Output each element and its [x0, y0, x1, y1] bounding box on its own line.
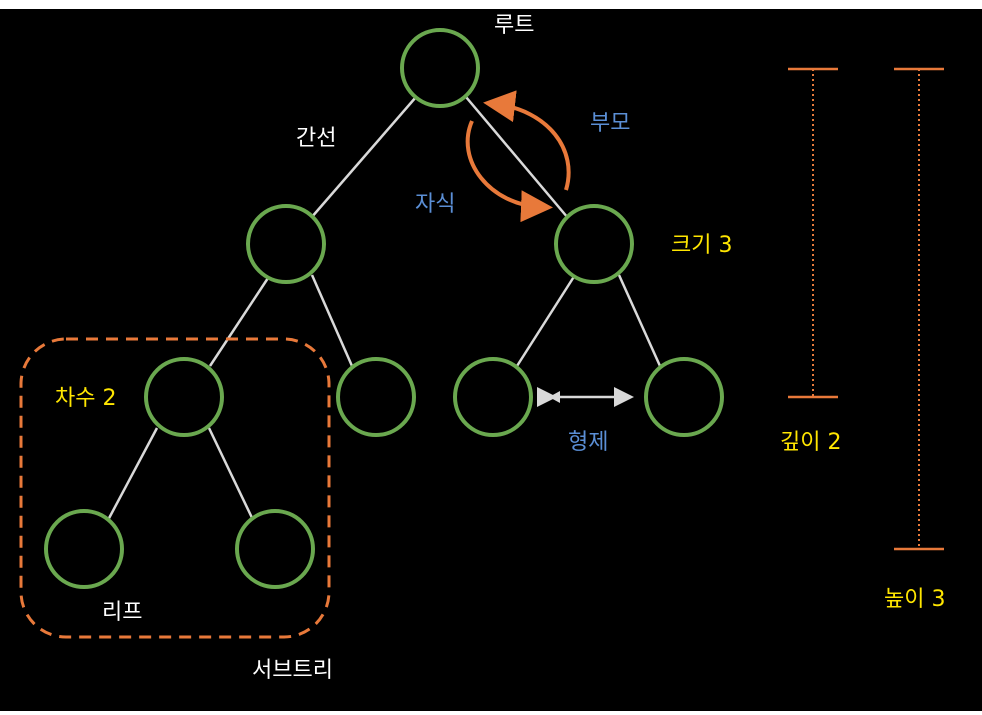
root-node: [400, 28, 480, 108]
sibling-arrow-left-head: [549, 391, 560, 403]
left-node: [246, 204, 326, 284]
right-left-leaf-node: [453, 357, 533, 437]
child-label: 자식: [415, 192, 455, 217]
right-right-leaf-node: [644, 357, 724, 437]
left-right-leaf-node: [336, 357, 416, 437]
nodes: [44, 28, 724, 589]
depth-label: 깊이 2: [780, 430, 841, 455]
edge-left-leftchild: [208, 274, 272, 367]
depth-measure: [788, 67, 838, 399]
edge-degree-leftleaf: [105, 427, 159, 523]
edge-left-rightchild: [310, 274, 354, 367]
edge-root-right: [465, 96, 569, 219]
edge-root-left: [310, 96, 417, 219]
subtree-box: [19, 337, 331, 639]
degree-node: [144, 357, 224, 437]
edge-right-rightchild: [617, 274, 662, 367]
leaf-node-right: [235, 509, 315, 589]
edge-right-leftchild: [515, 274, 577, 367]
leaf-label: 리프: [102, 600, 142, 625]
parent-label: 부모: [590, 111, 630, 136]
root-label: 루트: [494, 13, 534, 38]
height-measure: [894, 67, 944, 551]
child-arrow: [465, 120, 553, 223]
leaf-node-left: [44, 509, 124, 589]
right-node: [554, 204, 634, 284]
height-label: 높이 3: [884, 587, 945, 612]
size-label: 크기 3: [671, 233, 732, 258]
sibling-label: 형제: [568, 430, 608, 455]
parent-arrow: [483, 90, 571, 191]
degree-label: 차수 2: [55, 386, 116, 411]
subtree-label: 서브트리: [252, 658, 333, 683]
edges: [105, 96, 662, 523]
edge-degree-rightleaf: [207, 427, 256, 523]
tree-diagram-canvas: 루트 간선 부모 자식 크기 3 차수 2 형제 깊이 2 높이 3 리프 서브…: [0, 9, 982, 711]
edge-label: 간선: [296, 126, 336, 151]
tree-diagram: 루트 간선 부모 자식 크기 3 차수 2 형제 깊이 2 높이 3 리프 서브…: [19, 13, 945, 683]
